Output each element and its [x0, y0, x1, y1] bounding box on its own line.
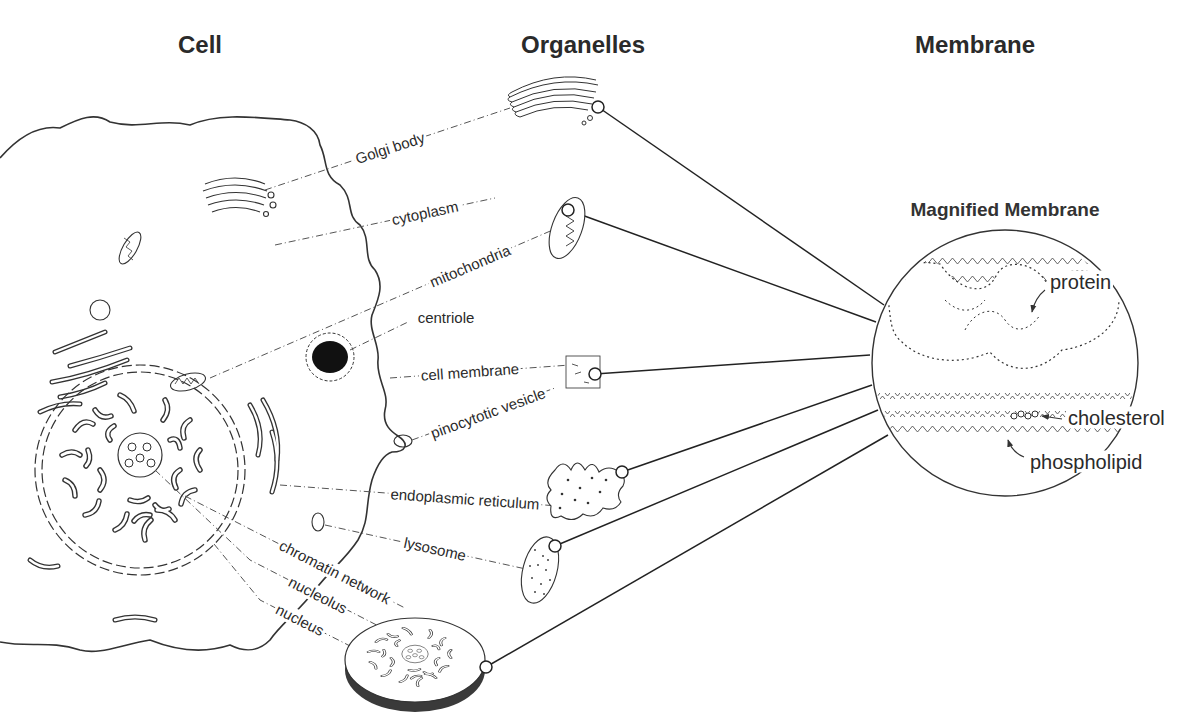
magnifier-circles	[480, 101, 628, 673]
organelle-label: mitochondria	[425, 240, 514, 291]
membrane-part-label-holder: cholesterol	[1066, 407, 1167, 430]
callout-arrow	[1008, 440, 1024, 457]
mitochondrion-picture	[542, 193, 592, 263]
centriole-body	[312, 341, 348, 373]
nuclear-envelope	[35, 365, 245, 575]
vacuole	[90, 300, 110, 320]
magnifier-circle	[562, 204, 574, 216]
callout-arrow	[1032, 290, 1045, 312]
organelle-label-holder: cell membrane	[418, 360, 521, 384]
magnifier-circle	[592, 101, 604, 113]
protein-shape	[888, 263, 1119, 369]
organelle-label: cell membrane	[418, 360, 521, 384]
node-heading: Magnified Membrane	[870, 198, 1140, 223]
leader-line	[350, 322, 408, 350]
magnification-line	[595, 355, 870, 374]
pinocytotic-vesicle	[394, 435, 412, 447]
membrane-part-label: phospholipid	[1028, 451, 1144, 473]
golgi-picture	[508, 77, 598, 125]
leader-line	[265, 108, 510, 190]
magnification-line	[486, 435, 888, 667]
cell-membrane-picture	[566, 356, 600, 388]
lipid-row	[870, 393, 1140, 399]
membrane-part-label: protein	[1048, 271, 1113, 293]
protein-fold	[945, 300, 1040, 330]
mitochondrion-in-cell	[169, 370, 208, 395]
organelle-label: Golgi body	[351, 128, 428, 168]
nucleus-picture	[345, 618, 485, 712]
organelle-label: lysosome	[400, 533, 469, 564]
leader-lines	[155, 108, 570, 647]
column-heading-holder: Cell	[176, 31, 224, 59]
mitochondrion-in-cell	[115, 229, 145, 267]
magnifier-circle	[549, 540, 561, 552]
lipid-row	[870, 258, 1140, 264]
organelle-label-holder: centriole	[416, 309, 477, 326]
callout-arrow	[1042, 416, 1062, 419]
magnification-line	[568, 210, 876, 322]
membrane-part-label-holder: protein	[1048, 271, 1113, 294]
magnifier-circle	[480, 661, 492, 673]
magnifier-circle	[589, 368, 601, 380]
nuclear-envelope	[42, 372, 238, 568]
magnification-line	[598, 107, 884, 305]
callout-arrows	[1008, 290, 1062, 457]
golgi-in-cell	[203, 178, 276, 217]
organelle-label: centriole	[416, 309, 477, 326]
cholesterol-molecule	[1011, 411, 1038, 419]
chromatin	[62, 395, 200, 540]
cell-outline	[0, 117, 405, 652]
organelle-label-holder: pinocytotic vesicle	[426, 384, 549, 443]
organelle-label-holder: Golgi body	[351, 128, 428, 168]
leader-line	[325, 525, 535, 571]
magnification-lines	[486, 107, 888, 667]
column-heading: Organelles	[519, 31, 647, 58]
organelle-label-holder: endoplasmic reticulum	[388, 485, 542, 513]
chromatin	[62, 395, 200, 540]
column-heading-holder: Organelles	[519, 31, 647, 59]
magnifier-circle	[616, 466, 628, 478]
lysosome-in-cell	[312, 513, 324, 531]
endoplasmic-reticulum-picture	[547, 463, 624, 520]
organelle-label-holder: cytoplasm	[388, 197, 462, 229]
column-heading: Membrane	[913, 31, 1037, 58]
membrane-part-label-holder: phospholipid	[1028, 451, 1144, 474]
column-heading: Cell	[176, 31, 224, 58]
centriole-halo	[306, 333, 354, 381]
organelle-label-holder: mitochondria	[425, 240, 514, 291]
organelle-label: pinocytotic vesicle	[426, 384, 549, 443]
organelle-label: endoplasmic reticulum	[388, 485, 542, 513]
lysosome-picture	[515, 533, 565, 607]
organelle-label: cytoplasm	[388, 197, 462, 229]
leader-line	[210, 229, 555, 378]
mitochondrion-cristae	[124, 238, 133, 260]
organelle-label-holder: lysosome	[400, 533, 469, 564]
leader-line	[275, 198, 495, 245]
membrane-part-label: cholesterol	[1066, 407, 1167, 429]
column-heading-holder: Membrane	[913, 31, 1037, 59]
